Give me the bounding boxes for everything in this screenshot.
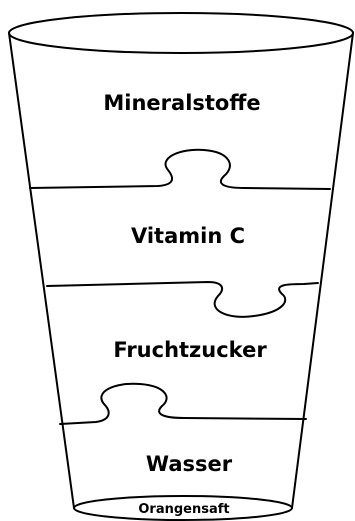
layer-label-fruchtzucker: Fruchtzucker xyxy=(113,338,267,362)
puzzle-divider-3 xyxy=(60,384,306,424)
layer-label-vitamin-c: Vitamin C xyxy=(131,224,245,248)
puzzle-divider-2 xyxy=(47,282,318,317)
layer-label-mineralstoffe: Mineralstoffe xyxy=(103,91,260,115)
layer-label-wasser: Wasser xyxy=(146,452,233,476)
puzzle-divider-1 xyxy=(30,150,330,189)
cup-left-wall xyxy=(9,33,74,508)
base-label-orangensaft: Orangensaft xyxy=(138,502,229,517)
cup-right-wall xyxy=(292,33,353,508)
cup-rim xyxy=(9,13,353,53)
